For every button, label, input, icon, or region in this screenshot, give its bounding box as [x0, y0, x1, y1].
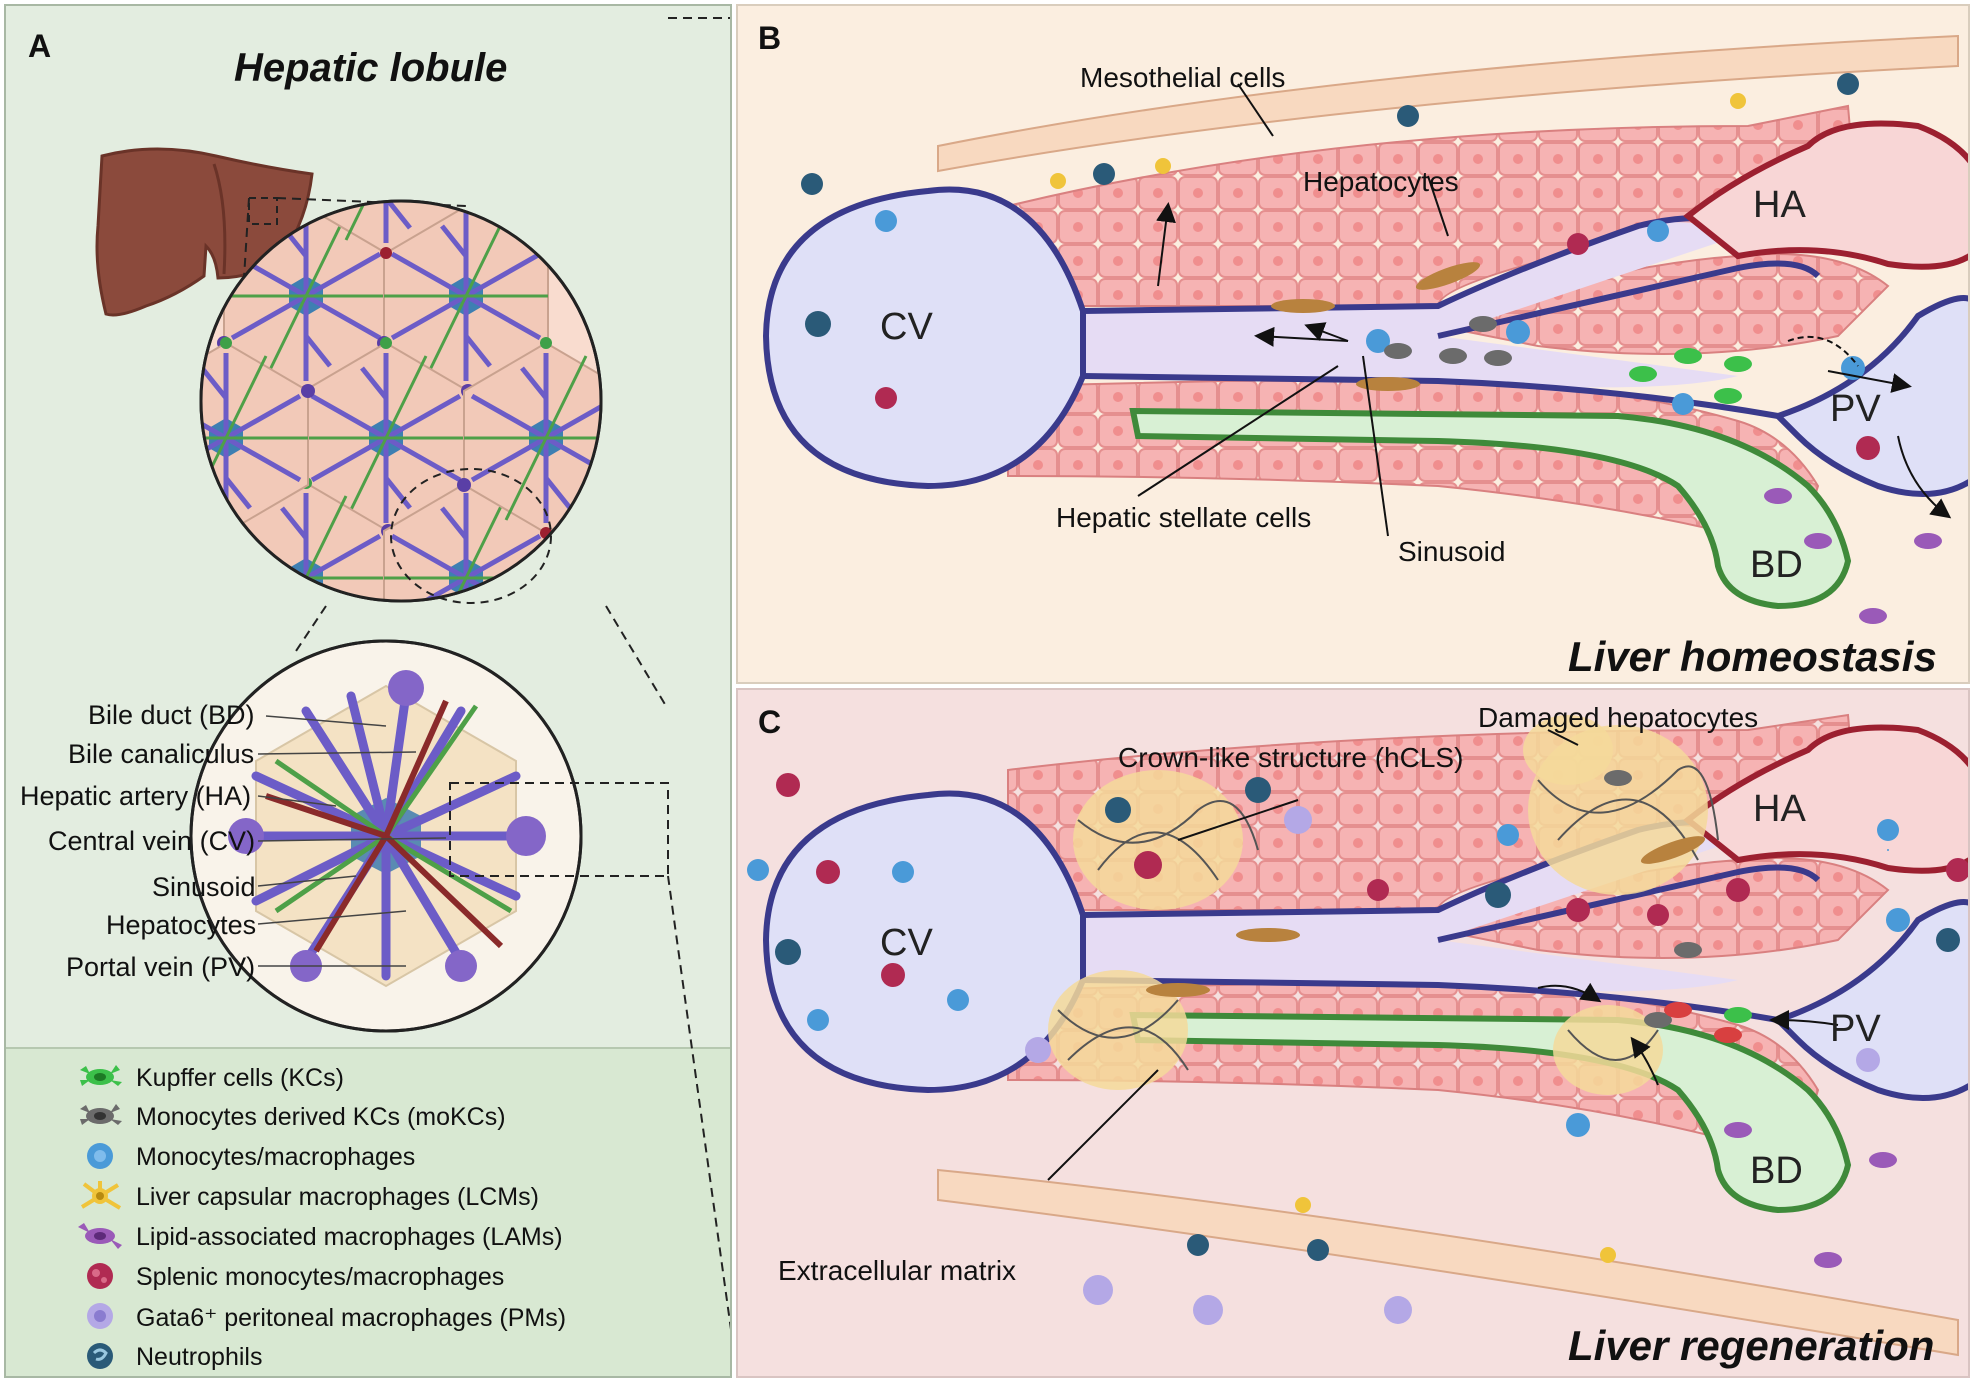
- monocyte-macrophage-icon: [87, 1143, 113, 1169]
- hepatic-artery-c: [1683, 724, 1968, 874]
- immune-cells-c: [747, 770, 1968, 1325]
- lobule-diagram: [95, 17, 730, 1330]
- portal-vein-c: [1772, 899, 1968, 1101]
- portal-vein: [1772, 295, 1968, 497]
- stellate-cells: [1271, 262, 1481, 391]
- capsular-macrophage-icon: [80, 1181, 122, 1210]
- neutrophil-icon: [87, 1343, 113, 1369]
- panel-b-title: Liver homeostasis: [1568, 633, 1937, 680]
- splenic-monocyte-icon: [87, 1263, 113, 1289]
- label-hepatic-artery: Hepatic artery (HA): [20, 781, 252, 811]
- lipid-macrophage-icon: [78, 1223, 122, 1249]
- vessel-label-cv: CV: [880, 306, 933, 348]
- label-ecm: Extracellular matrix: [778, 1255, 1017, 1286]
- panel-b: B Mesothelial cells Hepatocytes Hepatic …: [736, 4, 1970, 684]
- central-vein-c: [762, 790, 1086, 1094]
- bile-duct: [1129, 407, 1852, 610]
- label-hepatocytes-b: Hepatocytes: [1303, 166, 1459, 197]
- vessel-label-ha: HA: [1753, 184, 1806, 226]
- immune-cells: [801, 73, 1942, 624]
- panel-c-letter: C: [758, 704, 782, 740]
- extracellular-matrix: [1057, 765, 1719, 1071]
- label-bile-canaliculus: Bile canaliculus: [68, 739, 255, 769]
- lobule-detail: [228, 666, 570, 988]
- vessel-label-bd-c: BD: [1750, 1150, 1803, 1192]
- label-bile-duct: Bile duct (BD): [88, 700, 255, 730]
- label-portal-vein: Portal vein (PV): [66, 952, 256, 982]
- label-stellate: Hepatic stellate cells: [1056, 502, 1312, 533]
- label-crown: Crown-like structure (hCLS): [1118, 742, 1464, 773]
- legend-area: [6, 1047, 730, 1376]
- panel-c-title: Liver regeneration: [1568, 1322, 1935, 1369]
- panel-a-title: Hepatic lobule: [234, 46, 508, 90]
- kupffer-cell-icon: [80, 1065, 122, 1086]
- vessel-label-pv-c: PV: [1830, 1008, 1881, 1050]
- homeostasis-diagram: [762, 34, 1968, 624]
- panel-a: A Hepatic lobule Bile duct (BD) Bile can…: [4, 4, 732, 1378]
- label-sinusoid: Sinusoid: [152, 872, 256, 902]
- vessel-label-ha-c: HA: [1753, 788, 1806, 830]
- vessel-label-cv-c: CV: [880, 922, 933, 964]
- liver-organ: [95, 147, 314, 317]
- label-damaged: Damaged hepatocytes: [1478, 702, 1759, 733]
- label-central-vein: Central vein (CV): [48, 826, 256, 856]
- hepatic-artery: [1683, 120, 1968, 270]
- monocyte-derived-kc-icon: [80, 1104, 122, 1125]
- panel-c: C Damaged hepatocytes Crown-like structu…: [736, 688, 1970, 1378]
- sinusoid: [1083, 222, 1738, 388]
- peritoneal-macrophage-icon: [87, 1303, 113, 1329]
- vessel-label-pv: PV: [1830, 388, 1881, 430]
- label-sinusoid-b: Sinusoid: [1398, 536, 1506, 567]
- label-mesothelial: Mesothelial cells: [1080, 62, 1286, 93]
- regeneration-diagram: [747, 713, 1968, 1357]
- panel-b-letter: B: [758, 20, 782, 56]
- vessel-label-bd: BD: [1750, 544, 1803, 586]
- label-hepatocytes: Hepatocytes: [106, 910, 257, 940]
- panel-a-letter: A: [28, 28, 52, 64]
- central-vein: [762, 186, 1086, 490]
